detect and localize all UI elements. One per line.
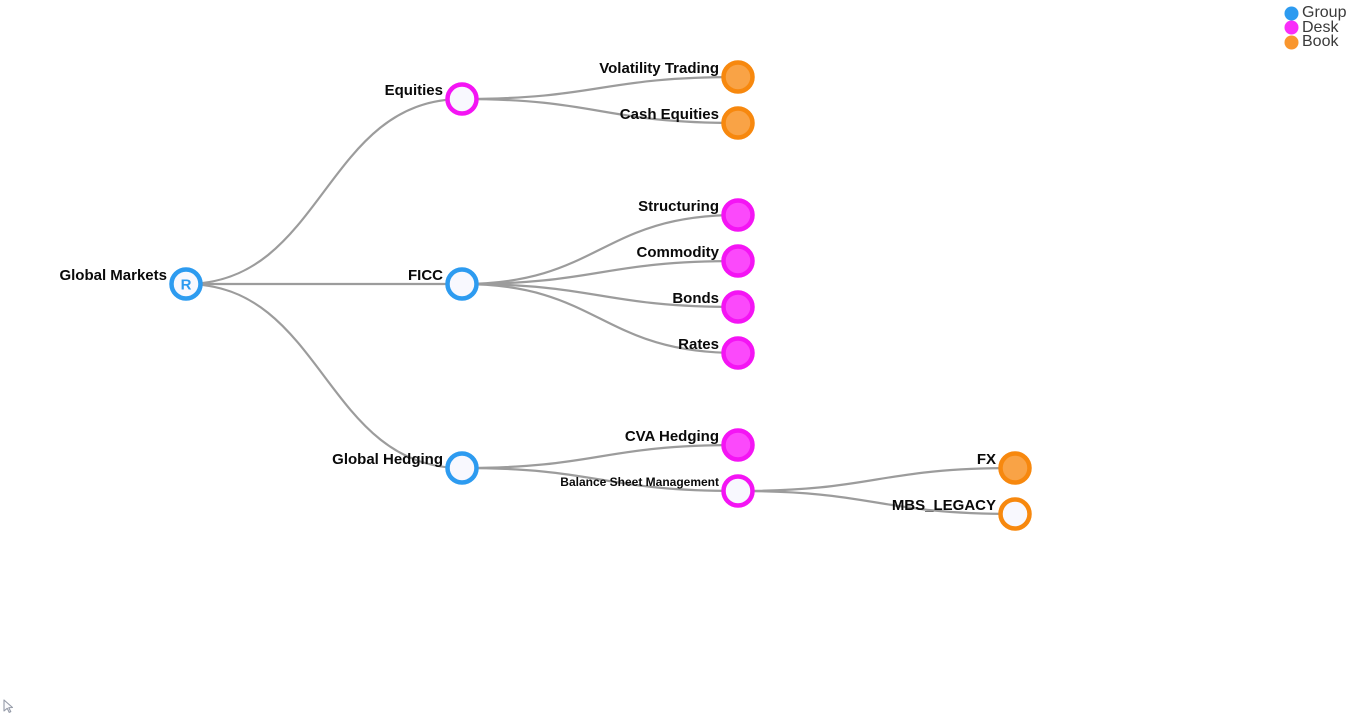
node-balance_sheet_management[interactable] <box>721 474 755 508</box>
legend-label-group: Group <box>1302 4 1347 22</box>
node-global_hedging[interactable] <box>445 451 479 485</box>
link-global_markets-to-equities <box>185 97 463 286</box>
legend-label-book: Book <box>1302 33 1339 51</box>
node-label-equities: Equities <box>385 82 443 99</box>
legend-item-group: Group <box>1284 4 1347 22</box>
link-global_hedging-to-cva_hedging <box>461 443 739 470</box>
desk-dot-circle <box>1284 20 1299 35</box>
desk-color-dot <box>1284 20 1299 35</box>
legend-item-desk: Desk <box>1284 18 1346 36</box>
link-ficc-to-rates <box>461 282 739 355</box>
node-label-rates: Rates <box>678 336 719 353</box>
node-label-volatility_trading: Volatility Trading <box>599 60 719 77</box>
node-cva_hedging[interactable] <box>721 428 755 462</box>
node-equities[interactable] <box>445 82 479 116</box>
node-label-fx: FX <box>977 451 996 468</box>
link-equities-to-cash_equities <box>461 97 739 125</box>
legend: Group Desk Book <box>1284 4 1347 51</box>
node-volatility_trading[interactable] <box>721 60 755 94</box>
root-badge: R <box>181 277 192 294</box>
link-global_hedging-to-balance_sheet_management <box>461 466 739 493</box>
node-rates[interactable] <box>721 336 755 370</box>
legend-item-book: Book <box>1284 33 1346 51</box>
node-structuring[interactable] <box>721 198 755 232</box>
node-fx[interactable] <box>998 451 1032 485</box>
book-dot-circle <box>1284 35 1299 50</box>
node-label-ficc: FICC <box>408 267 443 284</box>
node-global_markets[interactable] <box>169 267 203 301</box>
node-label-global_markets: Global Markets <box>59 267 167 284</box>
group-color-dot <box>1284 6 1299 21</box>
node-bonds[interactable] <box>721 290 755 324</box>
link-ficc-to-bonds <box>461 282 739 309</box>
node-cash_equities[interactable] <box>721 106 755 140</box>
link-balance_sheet_management-to-fx <box>737 466 1016 493</box>
link-global_markets-to-global_hedging <box>185 282 463 470</box>
node-label-commodity: Commodity <box>637 244 720 261</box>
node-label-cash_equities: Cash Equities <box>620 106 719 123</box>
node-ficc[interactable] <box>445 267 479 301</box>
link-equities-to-volatility_trading <box>461 75 739 101</box>
link-ficc-to-structuring <box>461 213 739 286</box>
legend-label-desk: Desk <box>1302 18 1339 36</box>
node-label-cva_hedging: CVA Hedging <box>625 428 719 445</box>
link-ficc-to-commodity <box>461 259 739 286</box>
book-color-dot <box>1284 35 1299 50</box>
node-mbs_legacy[interactable] <box>998 497 1032 531</box>
node-label-global_hedging: Global Hedging <box>332 451 443 468</box>
mouse-cursor-icon <box>3 699 14 713</box>
node-label-mbs_legacy: MBS_LEGACY <box>892 497 996 514</box>
group-dot-circle <box>1284 6 1299 21</box>
node-label-structuring: Structuring <box>638 198 719 215</box>
node-label-balance_sheet_management: Balance Sheet Management <box>560 475 719 489</box>
node-label-bonds: Bonds <box>672 290 719 307</box>
link-balance_sheet_management-to-mbs_legacy <box>737 489 1016 516</box>
node-commodity[interactable] <box>721 244 755 278</box>
